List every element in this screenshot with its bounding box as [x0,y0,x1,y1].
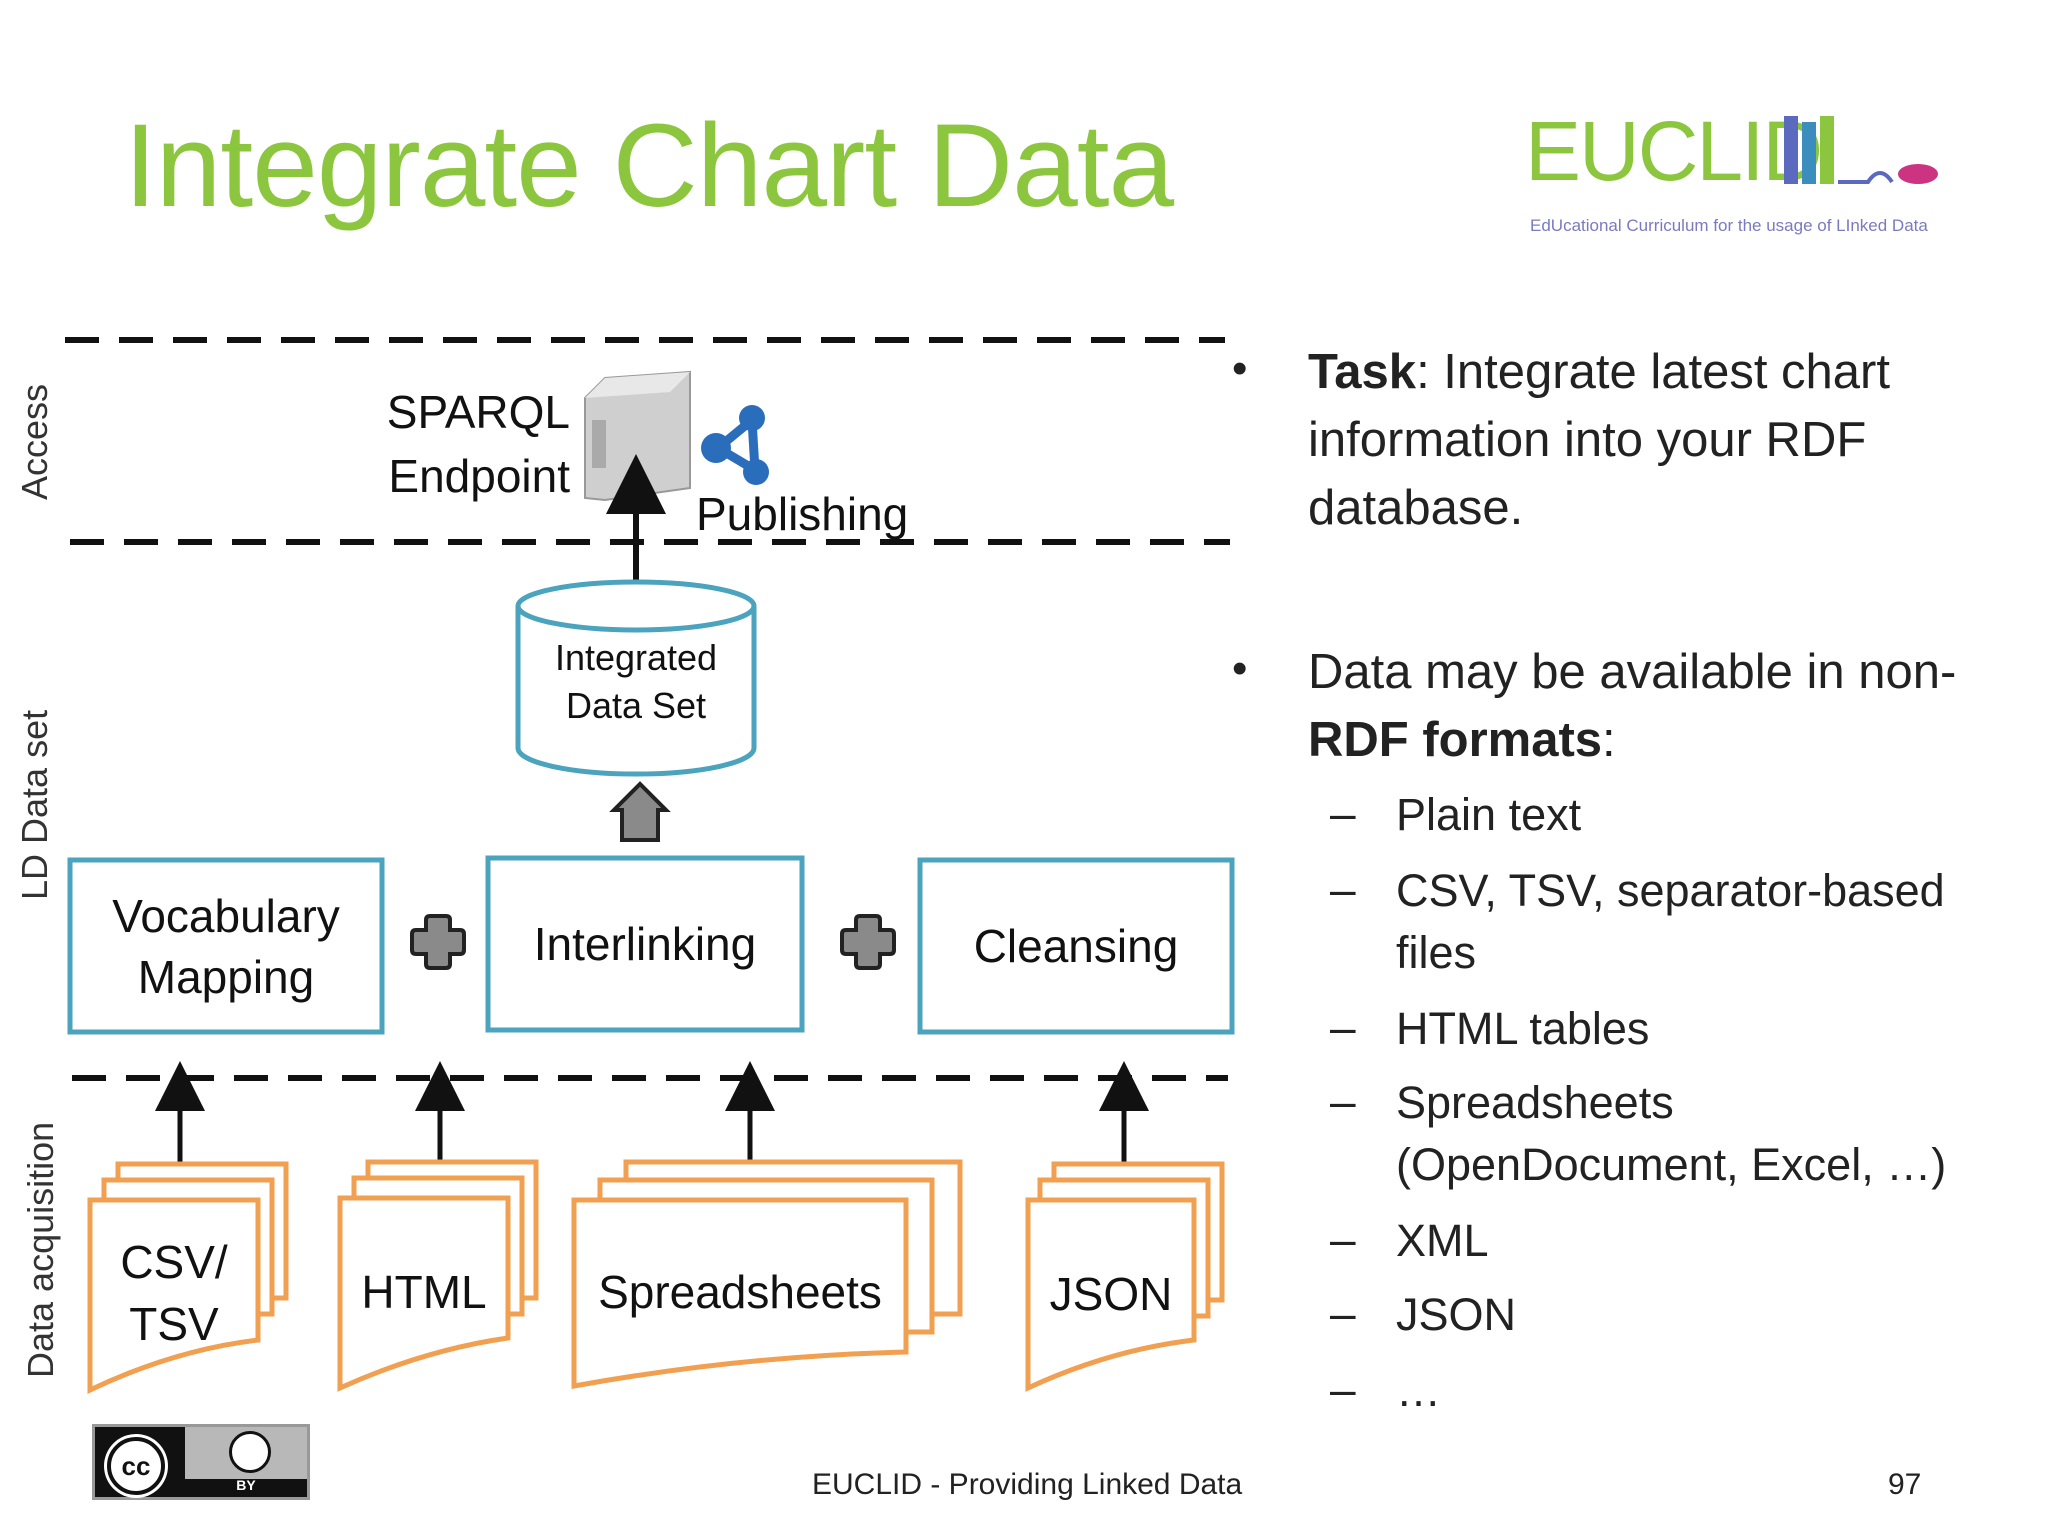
document-stack-html [337,1159,539,1392]
cc-by-license-badge: cc BY [92,1424,310,1500]
process-label-vocabulary: Vocabulary [112,890,340,942]
publishing-label: Publishing [696,488,909,540]
sub-item-json: JSON [1396,1289,1517,1340]
sub-dash: – [1330,1213,1356,1265]
endpoint-label-line2: Endpoint [388,450,570,502]
sub-item-csv-line2: files [1396,927,1477,978]
block-up-arrow [609,781,671,842]
bullet-task-line1: Task: Integrate latest chart [1308,338,1890,406]
bullet-task-bold: Task [1308,345,1417,399]
bullet-dot: • [1232,644,1248,693]
bullet-dot: • [1232,344,1248,393]
process-label-cleansing: Cleansing [973,920,1179,972]
endpoint-label-line1: SPARQL [386,386,570,438]
process-label-interlinking: Interlinking [533,918,757,970]
layer-label-ld-dataset: LD Data set [14,709,55,900]
bullet-formats-line1: Data may be available in non- [1308,645,1957,699]
bullet-formats-colon: : [1602,713,1616,767]
process-box-vocabulary-mapping [67,857,385,1035]
sub-dash: – [1330,1363,1356,1415]
sub-item-spreadsheets-line2: (OpenDocument, Excel, …) [1396,1139,1947,1190]
slide-title: Integrate Chart Data [124,100,1174,232]
source-label-tsv: TSV [129,1298,219,1350]
sub-dash: – [1330,1075,1356,1127]
process-box-interlinking [485,855,805,1033]
sub-dash: – [1330,1287,1356,1339]
process-box-cleansing [917,857,1235,1035]
dataset-label-line2: Data Set [565,685,707,726]
dataset-label-line1: Integrated [554,637,718,678]
linked-data-icon [701,405,769,485]
euclid-logo-text: EUCLID [1525,104,1823,198]
sub-dash: – [1330,787,1356,839]
by-label: BY [236,1477,256,1493]
sub-item-spreadsheets-line1: Spreadsheets [1396,1077,1674,1128]
cc-icon: cc [107,1437,165,1495]
bullet-task-line3: database. [1308,481,1524,535]
sub-item-csv-line1: CSV, TSV, separator-based [1396,865,1945,916]
sub-item-ellipsis: … [1396,1365,1441,1416]
process-label-mapping: Mapping [137,951,315,1003]
source-label-spreadsheets: Spreadsheets [598,1266,882,1318]
server-icon [584,370,691,502]
plus-icon [410,914,466,970]
euclid-logo-subtitle: EdUcational Curriculum for the usage of … [1530,216,1928,235]
sub-dash: – [1330,863,1356,915]
sub-item-plain-text: Plain text [1396,789,1582,840]
footer-text: EUCLID - Providing Linked Data [812,1468,1243,1501]
page-number: 97 [1888,1468,1922,1501]
sub-dash: – [1330,1001,1356,1053]
integrated-dataset-cylinder [515,579,757,777]
layer-label-access: Access [14,383,55,500]
bullet-task-line2: information into your RDF [1308,413,1867,467]
source-label-csv: CSV/ [120,1236,228,1288]
layer-label-data-acquisition: Data acquisition [20,1121,61,1378]
sub-item-html-tables: HTML tables [1396,1003,1650,1054]
source-label-html: HTML [361,1266,487,1318]
plus-icon [840,914,896,970]
sub-item-xml: XML [1396,1215,1489,1266]
bullet-formats-bold: RDF formats [1308,713,1603,767]
bullet-formats-line2: RDF formats: [1308,706,1616,774]
bullet-task-text: : Integrate latest chart [1416,345,1890,399]
document-stack-spreadsheets [571,1159,963,1389]
person-icon [229,1431,271,1473]
source-label-json: JSON [1049,1268,1173,1320]
document-stack-json [1025,1161,1225,1392]
books-logo-icon [1784,116,1938,184]
document-stack-csv-tsv [87,1161,289,1394]
by-icon-panel [185,1427,307,1479]
